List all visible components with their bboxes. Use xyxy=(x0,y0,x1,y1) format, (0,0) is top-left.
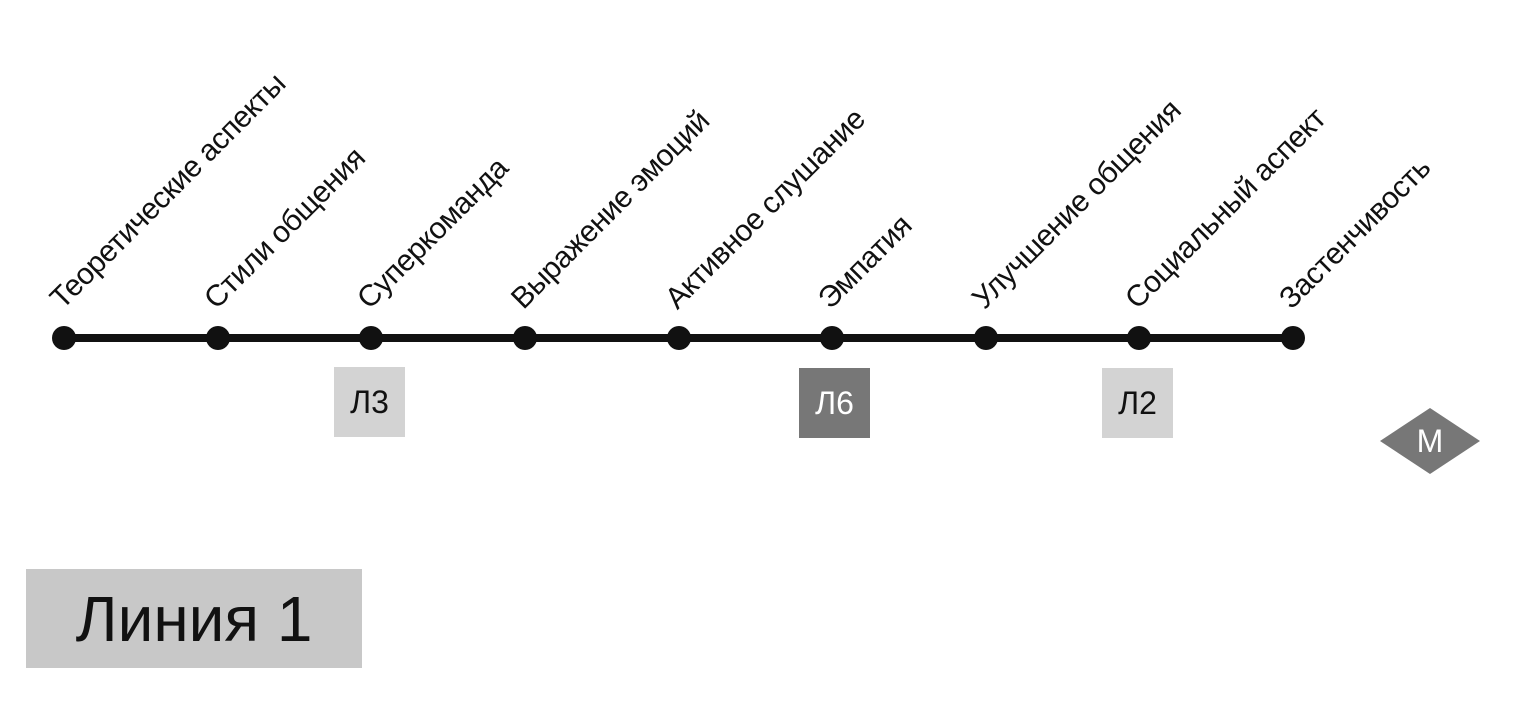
station-dot[interactable] xyxy=(206,326,230,350)
station-label: Стили общения xyxy=(197,141,372,316)
station-dot[interactable] xyxy=(1127,326,1151,350)
station-dot[interactable] xyxy=(1281,326,1305,350)
station-label: Застенчивость xyxy=(1272,151,1438,316)
transfer-badge-l6[interactable]: Л6 xyxy=(799,368,870,438)
station-dot[interactable] xyxy=(52,326,76,350)
line-title: Линия 1 xyxy=(26,569,362,668)
station-dot[interactable] xyxy=(513,326,537,350)
metro-sign-label: M xyxy=(1416,422,1444,459)
station-dot[interactable] xyxy=(359,326,383,350)
station-dot[interactable] xyxy=(820,326,844,350)
station-dot[interactable] xyxy=(667,326,691,350)
station-label: Эмпатия xyxy=(811,208,919,316)
metro-diamond-icon xyxy=(1380,408,1480,474)
transfer-badge-l3[interactable]: Л3 xyxy=(334,367,405,437)
station-label: Суперкоманда xyxy=(350,151,515,316)
station-dot[interactable] xyxy=(974,326,998,350)
transfer-badge-l2[interactable]: Л2 xyxy=(1102,368,1173,438)
